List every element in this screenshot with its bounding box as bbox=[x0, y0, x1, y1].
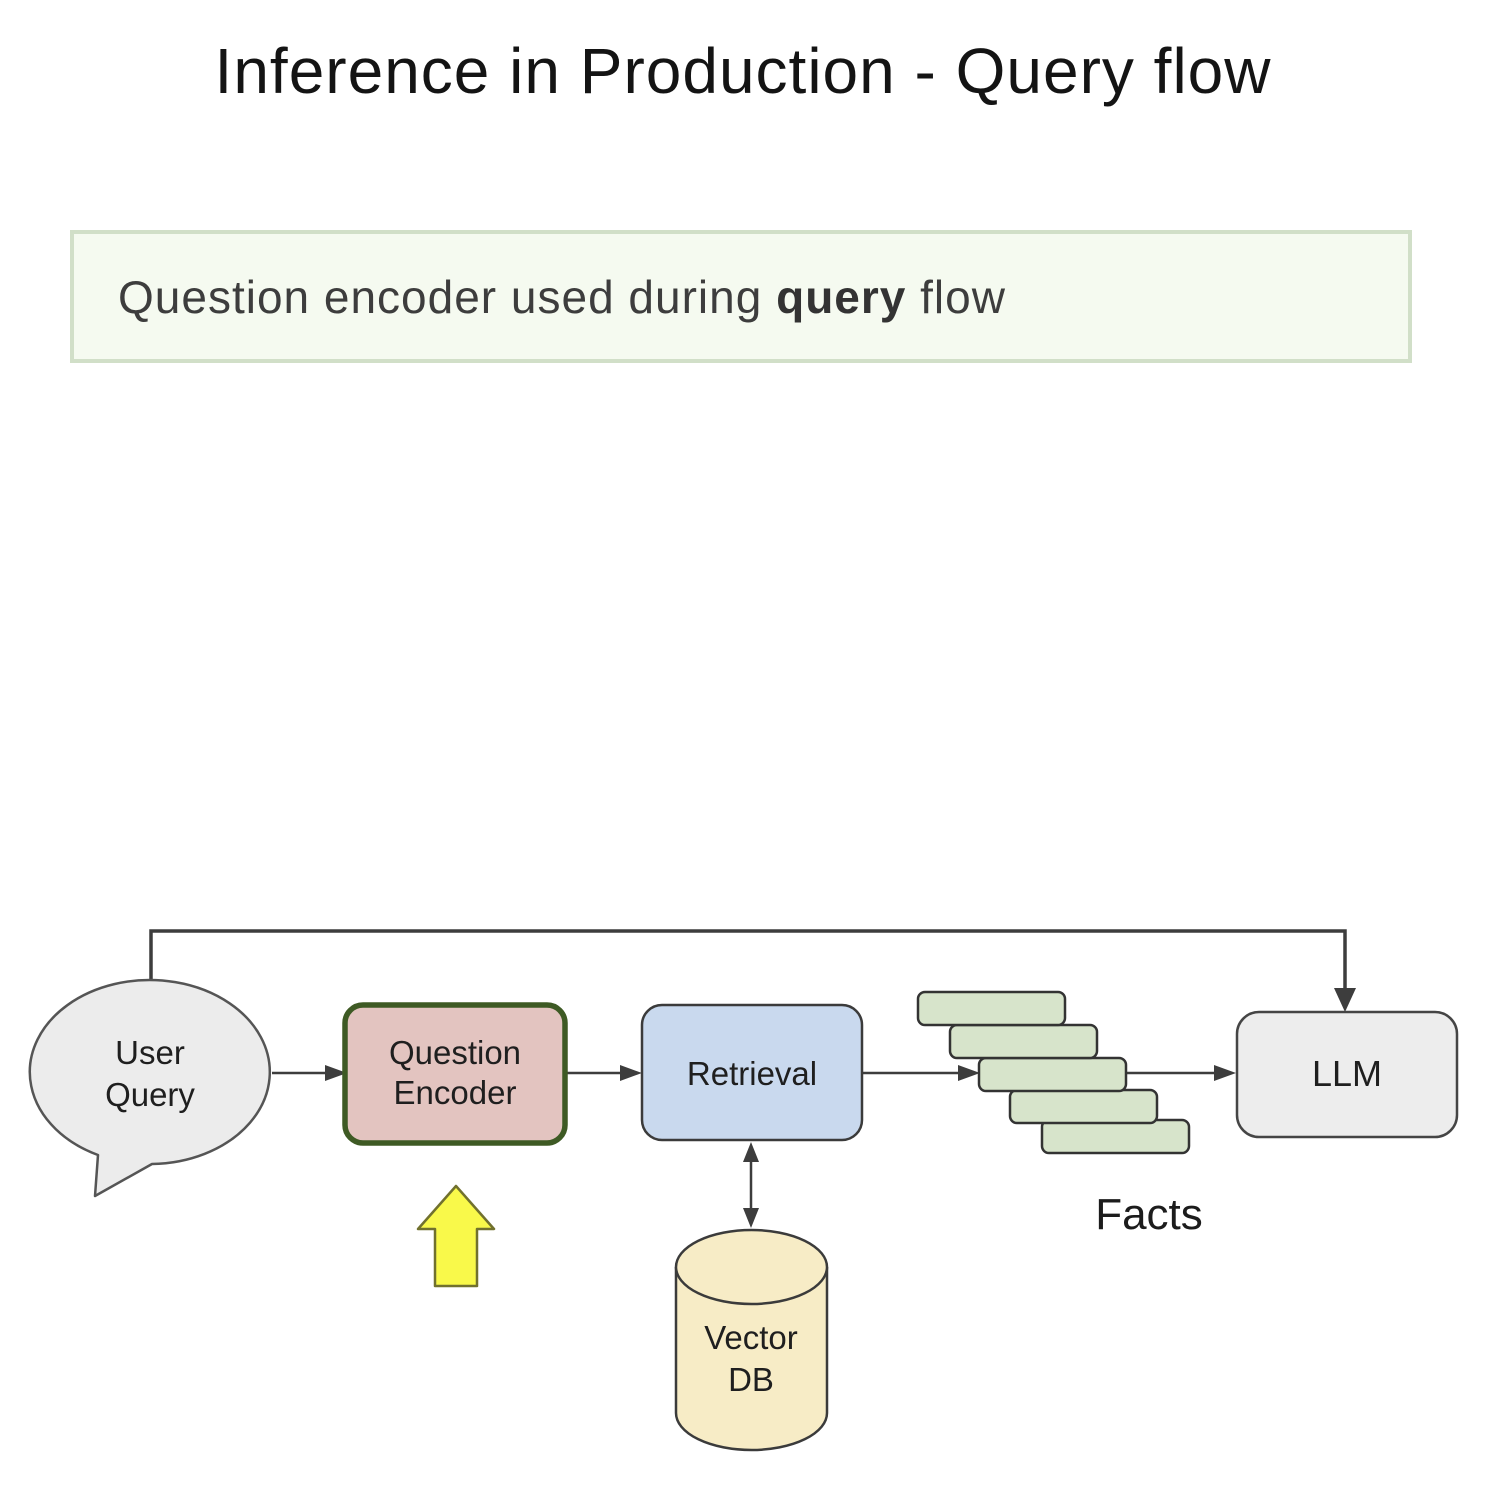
llm-label: LLM bbox=[1312, 1053, 1382, 1094]
retrieval-node bbox=[640, 1003, 864, 1142]
user-query-label-line2: Query bbox=[105, 1076, 195, 1113]
fact-card bbox=[977, 1056, 1128, 1093]
arrow-encoder-to-retrieval-head bbox=[620, 1065, 642, 1081]
retrieval-label: Retrieval bbox=[687, 1055, 817, 1092]
llm-node bbox=[1235, 1010, 1459, 1139]
vector-db-cylinder-body bbox=[674, 1267, 829, 1452]
callout-box: Question encoder used during query flow bbox=[70, 230, 1412, 363]
retrieval-vectordb-connector-up-head bbox=[743, 1142, 759, 1162]
question-encoder-label-line1: Question bbox=[389, 1034, 521, 1071]
vector-db-label-line1: Vector bbox=[704, 1319, 798, 1356]
highlight-up-arrow-icon bbox=[416, 1184, 496, 1288]
arrow-facts-to-llm-head bbox=[1214, 1065, 1236, 1081]
callout-text-bold: query bbox=[776, 270, 907, 323]
retrieval-vectordb-connector-down-head bbox=[743, 1208, 759, 1228]
arrow-retrieval-to-facts-head bbox=[958, 1065, 980, 1081]
callout-text-suffix: flow bbox=[906, 270, 1006, 323]
feedback-connector-line bbox=[149, 929, 1347, 990]
question-encoder-node bbox=[342, 1002, 568, 1146]
vector-db-label-line2: DB bbox=[728, 1361, 774, 1398]
arrow-userquery-to-encoder-head bbox=[325, 1065, 347, 1081]
fact-card bbox=[1040, 1118, 1191, 1155]
fact-card bbox=[916, 990, 1067, 1027]
callout-text-prefix: Question encoder used during bbox=[118, 270, 777, 323]
fact-card bbox=[948, 1023, 1099, 1060]
slide-title: Inference in Production - Query flow bbox=[214, 35, 1272, 107]
user-query-label-line1: User bbox=[115, 1034, 185, 1071]
question-encoder-label-line2: Encoder bbox=[394, 1074, 517, 1111]
feedback-arrowhead bbox=[1334, 988, 1356, 1012]
vector-db-cylinder-top bbox=[674, 1228, 829, 1306]
facts-label: Facts bbox=[1095, 1190, 1203, 1239]
fact-card bbox=[1008, 1088, 1159, 1125]
user-query-bubble bbox=[28, 978, 271, 1198]
